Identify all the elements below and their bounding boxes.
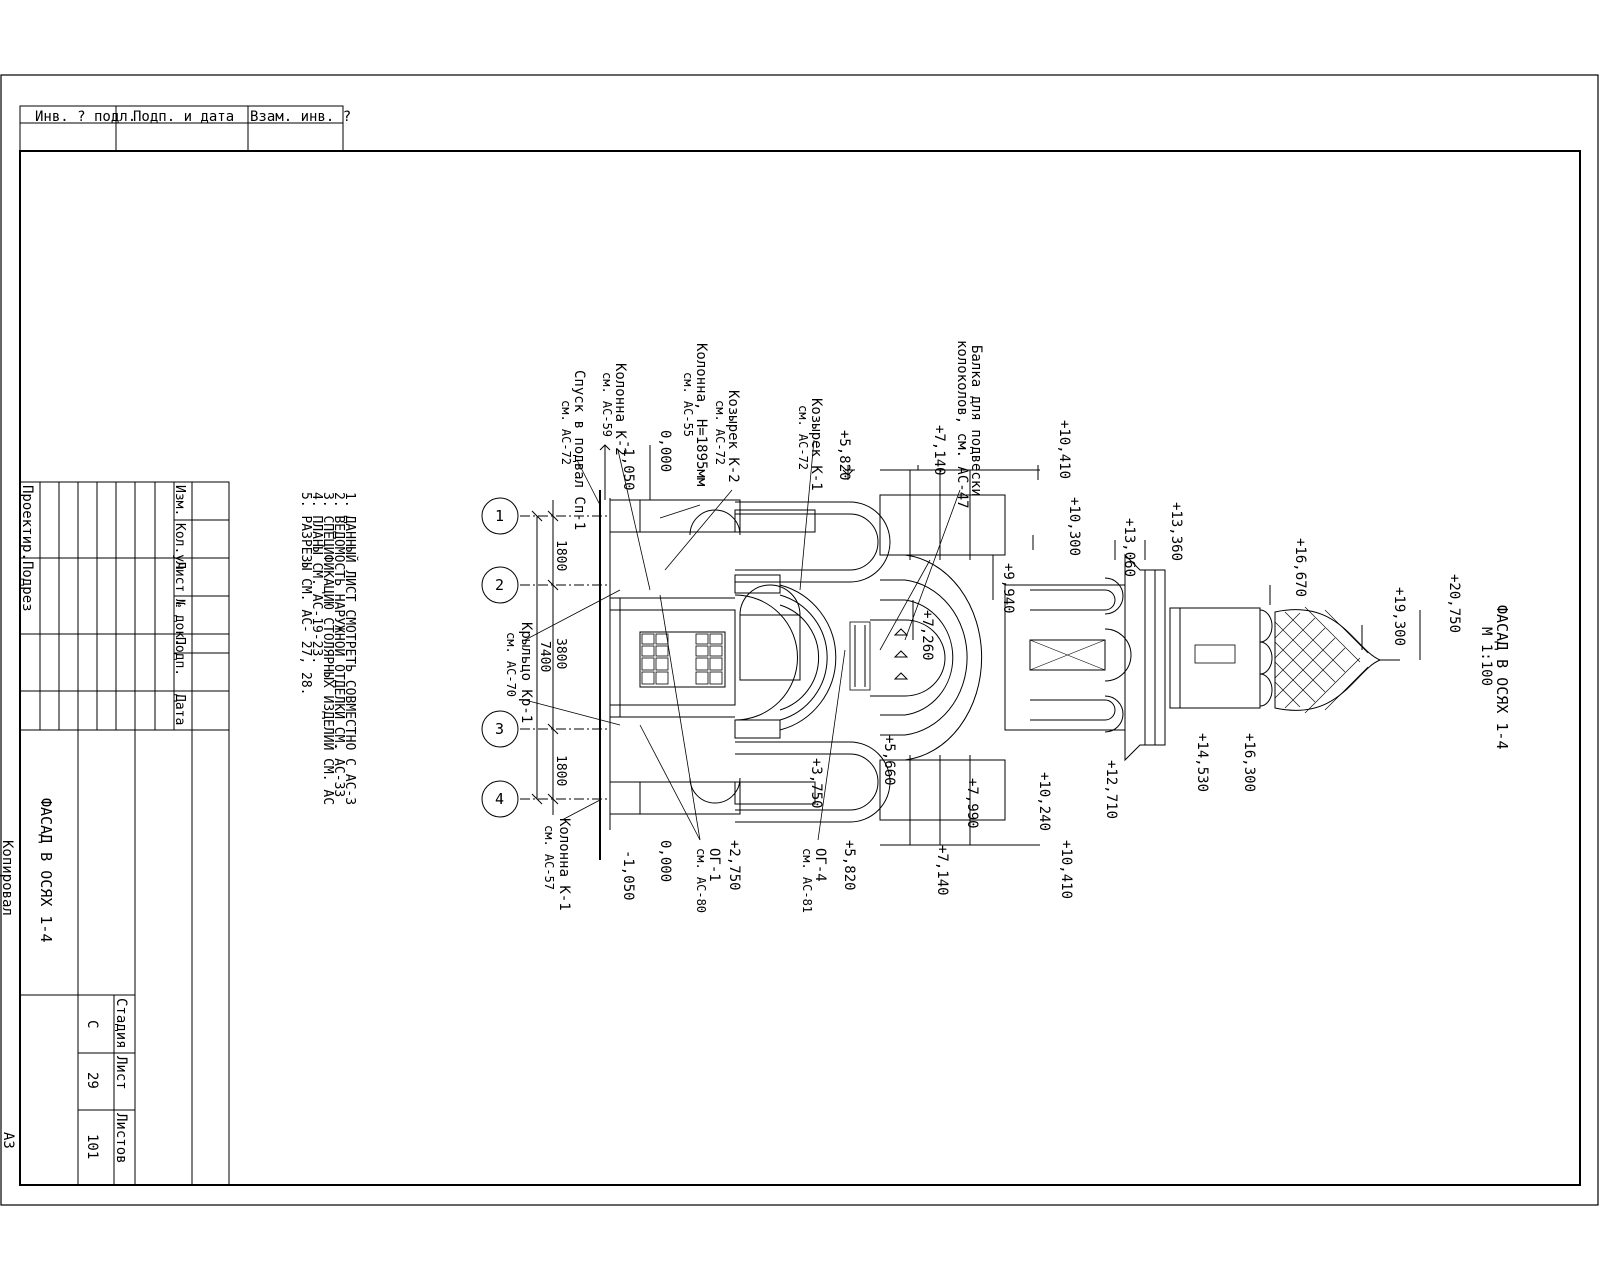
sheet-outer-border [0, 74, 1599, 1206]
level-bottom-5820: +5,820 [841, 840, 857, 891]
stamp-podp-data: Подп. и дата [133, 109, 234, 125]
note-2: 2. ВЕДОМОСТЬ НАРУЖНОЙ ОТДЕЛКИ СМ. АС-33 [331, 492, 347, 797]
level-top-16670: +16,670 [1292, 538, 1308, 597]
general-notes: 1. ДАННЫЙ ЛИСТ СМОТРЕТЬ СОВМЕСТНО С АС-3… [298, 492, 358, 805]
callout-kr1-ref: см. АС-70 [504, 632, 518, 697]
copied-label: Копировал [0, 840, 15, 916]
callout-og1-ref: см. АС-80 [694, 848, 708, 913]
level-bottom-2750: +2,750 [726, 840, 742, 891]
stamp-inv-podl: Инв. ? подл. [35, 109, 136, 125]
level-bottom-7140: +7,140 [934, 845, 950, 896]
dim-1800-bottom: 1800 [553, 755, 568, 786]
callout-k1: Колонна К-1 [556, 818, 572, 911]
callout-kr1: Крыльцо Кр-1 [518, 622, 534, 723]
level-top-13360: +13,360 [1168, 502, 1184, 561]
axis-markers: 1 2 3 4 [481, 497, 519, 818]
callout-leaders [524, 439, 961, 841]
tb-sheets-value: 101 [84, 1134, 100, 1159]
level-bottom-0000: 0,000 [657, 840, 673, 882]
level-bottom-3750: +3,750 [808, 758, 824, 809]
tb-sheet-title: ФАСАД В ОСЯХ 1-4 [37, 798, 55, 943]
tb-header-ndok: № док. [172, 599, 187, 646]
level-bottom-14530: +14,530 [1194, 733, 1210, 792]
level-bottom-12710: +12,710 [1103, 760, 1119, 819]
level-top-0000: 0,000 [657, 430, 673, 472]
callout-bell-beam-ref: колоколов, см. АС-47 [954, 340, 970, 509]
levels-top: -1,050 0,000 +5,820 +7,140 +10,410 +10,3… [620, 420, 1462, 661]
level-leaders-top [599, 444, 1421, 660]
axis-1: 1 [495, 507, 504, 525]
callout-sp1-ref: см. АС-72 [559, 400, 573, 465]
level-bottom-10240: +10,240 [1036, 772, 1052, 831]
tb-sheet-value: 29 [84, 1072, 100, 1089]
level-top-19300: +19,300 [1391, 587, 1407, 646]
level-bottom-16300: +16,300 [1241, 733, 1257, 792]
callout-og4-ref: см. АС-81 [800, 848, 814, 913]
tb-sheet-label: Лист [113, 1056, 129, 1090]
top-stamp: Инв. ? подл. Подп. и дата Взам. инв. ? [19, 105, 351, 152]
dim-1800-top: 1800 [553, 540, 568, 571]
level-bottom-7990: +7,990 [964, 778, 980, 829]
drawing-scale: М 1:100 [1478, 627, 1494, 686]
tb-designer-name: Подрез [19, 561, 35, 612]
level-bottom-minus1050: -1,050 [620, 850, 636, 901]
callout-k2: Колонна К-2 [612, 363, 628, 456]
callout-kz2: Козырек К-2 [725, 390, 741, 483]
stamp-vzam-inv: Взам. инв. ? [250, 109, 351, 125]
tb-header-data: Дата [172, 694, 187, 725]
callout-sp1: Спуск в подвал Сп-1 [571, 370, 587, 530]
level-bottom-10410: +10,410 [1058, 840, 1074, 899]
levels-bottom: -1,050 0,000 +2,750 +3,750 +5,660 +5,820… [620, 733, 1257, 901]
level-top-9940: +9,940 [1000, 563, 1016, 614]
title-block: Изм. Кол.уч Лист № док. Подп. Дата Проек… [19, 481, 230, 1186]
tb-stage-label: Стадия [113, 998, 129, 1049]
level-top-10300: +10,300 [1066, 497, 1082, 556]
callouts-top: Спуск в подвал Сп-1 см. АС-72 Колонна К-… [559, 340, 984, 530]
facade-drawing: 1800 3800 1800 7400 1 2 3 4 [481, 444, 1421, 860]
level-bottom-5660: +5,660 [881, 735, 897, 786]
tb-sheets-label: Листов [113, 1113, 129, 1164]
sheet-format: A3 [0, 1132, 16, 1149]
note-1: 1. ДАННЫЙ ЛИСТ СМОТРЕТЬ СОВМЕСТНО С АС-3 [342, 492, 358, 805]
level-top-7260: +7,260 [919, 610, 935, 661]
dim-7400: 7400 [537, 641, 552, 672]
drawing-title: ФАСАД В ОСЯХ 1-4 [1493, 605, 1511, 750]
callout-kz2-ref: см. АС-72 [713, 400, 727, 465]
level-top-10410: +10,410 [1056, 420, 1072, 479]
callout-bell-beam: Балка для подвески [968, 345, 984, 497]
tb-header-list: Лист [172, 561, 187, 592]
tb-stage-value: С [84, 1020, 100, 1028]
dimension-chain: 1800 3800 1800 7400 [531, 500, 568, 815]
note-4: 4. ПЛАНЫ СМ. АС-19-23. [309, 492, 324, 664]
tb-header-kol: Кол.уч [172, 523, 187, 570]
callout-k1-ref: см. АС-57 [542, 825, 556, 890]
tb-designer-role: Проектир. [19, 485, 35, 561]
level-top-7140: +7,140 [931, 425, 947, 476]
note-5: 5. РАЗРЕЗЫ СМ. АС- 27, 28. [298, 492, 313, 696]
tb-header-podp: Подп. [172, 637, 187, 676]
callout-og1: ОГ-1 [706, 848, 722, 882]
dim-3800: 3800 [553, 638, 568, 669]
level-top-20750: +20,750 [1446, 574, 1462, 633]
note-3: 3. СПЕЦИФИКАЦИЮ СТОЛЯРНЫХ ИЗДЕЛИЙ СМ. АС [320, 492, 336, 805]
callout-col-1895-ref: см. АС-55 [681, 372, 695, 437]
callout-col-1895: Колонна, Н=1895мм [693, 343, 709, 487]
level-top-5820: +5,820 [836, 430, 852, 481]
callout-k2-ref: см. АС-59 [600, 372, 614, 437]
onion-dome [1274, 609, 1382, 711]
dome-hatch [1274, 606, 1369, 714]
callouts-bottom: Крыльцо Кр-1 см. АС-70 Колонна К-1 см. А… [504, 622, 828, 913]
axis-4: 4 [495, 790, 504, 808]
axis-3: 3 [495, 720, 504, 738]
tb-header-izm: Изм. [172, 485, 187, 516]
callout-kz1-ref: см. АС-72 [796, 405, 810, 470]
axis-2: 2 [495, 576, 504, 594]
level-top-13060: +13,060 [1121, 518, 1137, 577]
callout-og4: ОГ-4 [812, 848, 828, 882]
callout-kz1: Козырек К-1 [808, 398, 824, 491]
